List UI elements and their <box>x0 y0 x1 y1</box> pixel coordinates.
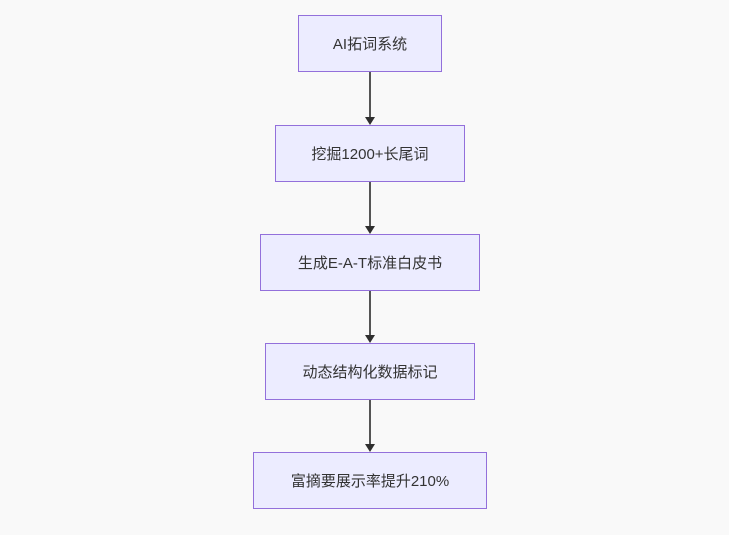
arrow-down-icon <box>364 182 376 234</box>
flowchart-node-structured-data-markup: 动态结构化数据标记 <box>265 343 475 400</box>
flowchart-node-eat-whitepaper: 生成E-A-T标准白皮书 <box>260 234 480 291</box>
flowchart-node-ai-keyword-system: AI拓词系统 <box>298 15 442 72</box>
arrow-down-icon <box>364 291 376 343</box>
arrow-down-icon <box>364 72 376 125</box>
flowchart-node-rich-snippet-rate: 富摘要展示率提升210% <box>253 452 487 509</box>
flowchart-node-longtail-mining: 挖掘1200+长尾词 <box>275 125 465 182</box>
arrow-down-icon <box>364 400 376 452</box>
